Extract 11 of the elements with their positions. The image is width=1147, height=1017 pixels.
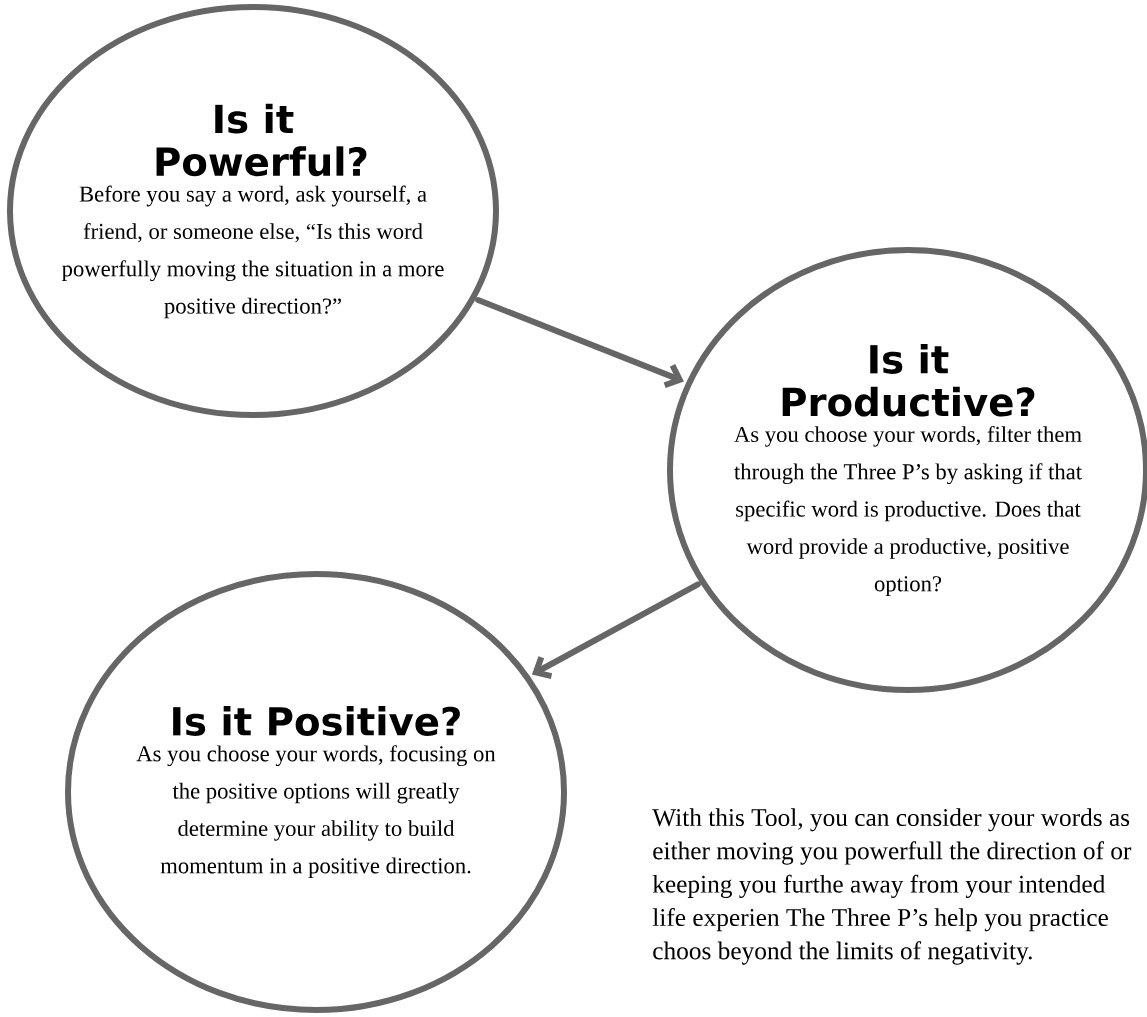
- heading: Is it Positive?: [173, 705, 460, 736]
- circle-node: [7, 4, 499, 418]
- note-text: With this Tool, you can consider your words as either moving you powerfull the direction of or keeping you furthe away from your intended life experien The Three P’s help you practice choos beyond the limits of negativity.: [652, 808, 1132, 965]
- circle-node: [65, 571, 567, 1013]
- description-text: Before you say a word, ask yourself, a friend, or someone else, “Is this word powerfully moving the situation in a more positive direction?”: [62, 185, 444, 319]
- arrow: [531, 581, 701, 679]
- heading: Is it Powerful?: [156, 103, 367, 177]
- arrow: [475, 297, 684, 389]
- description-text: As you choose your words, focusing on the positive options will greatly determine your ability to build momentum in a positive direction.: [136, 745, 496, 878]
- heading: Is it Productive?: [782, 344, 1035, 417]
- description-text: As you choose your words, filter them through the Three P’s by asking if that specific word is productive. Does that word provide a productive, positive option?: [734, 425, 1082, 597]
